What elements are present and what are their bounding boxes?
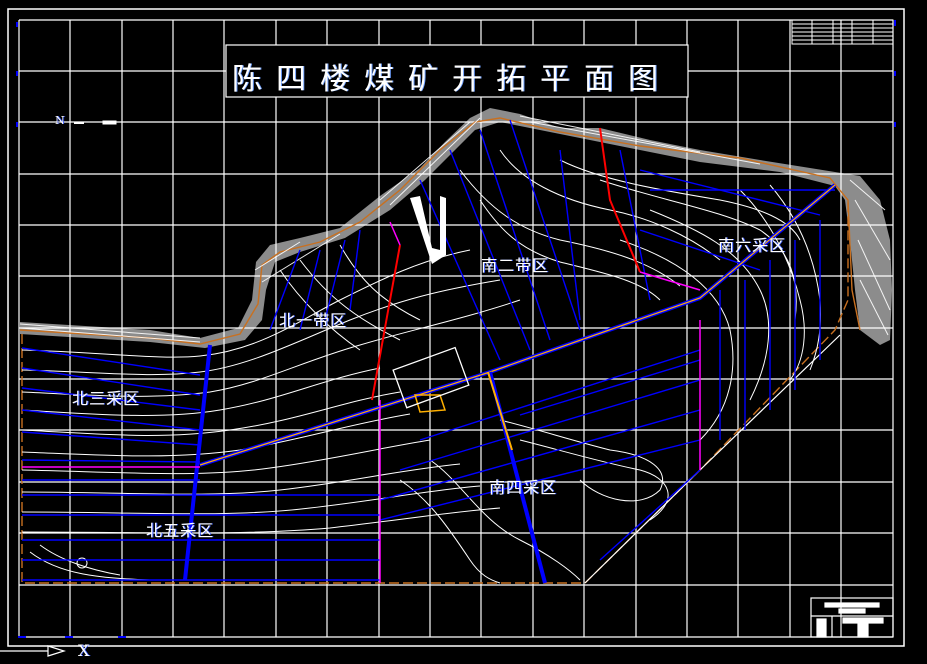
faults: [371, 127, 641, 401]
north-arrow-label: N: [55, 114, 65, 127]
drawing-title: 陈四楼煤矿开拓平面图: [232, 62, 672, 97]
zone-label-north-5: 北五采区: [146, 521, 215, 540]
zone-label-north-1: 北一带区: [279, 311, 348, 330]
shaft-area: [410, 196, 446, 264]
main-roadway: [183, 183, 837, 584]
title-box: [225, 44, 689, 98]
north-arrow: [74, 120, 117, 125]
zone-label-south-6: 南六采区: [718, 236, 787, 255]
coordinate-grid: [18, 19, 894, 638]
zone-label-north-3: 北三采区: [72, 389, 141, 408]
industrial-site: [392, 346, 470, 409]
axis-indicator-label: X: [78, 641, 90, 660]
roadways: [21, 119, 835, 581]
revision-table: [791, 19, 894, 45]
grid-ticks: [16, 20, 896, 638]
outcrop-band-inner: [19, 117, 861, 345]
axis-indicator: [0, 645, 67, 657]
outcrop-hatching: [19, 115, 891, 343]
zone-label-south-4: 南四采区: [489, 478, 558, 497]
magenta-lines: [22, 221, 701, 583]
outcrop-band: [20, 108, 892, 348]
contour-lines: [21, 149, 821, 584]
outer-frame: [7, 8, 905, 647]
zone-label-south-2: 南二带区: [481, 256, 550, 275]
title-block: [810, 597, 894, 638]
